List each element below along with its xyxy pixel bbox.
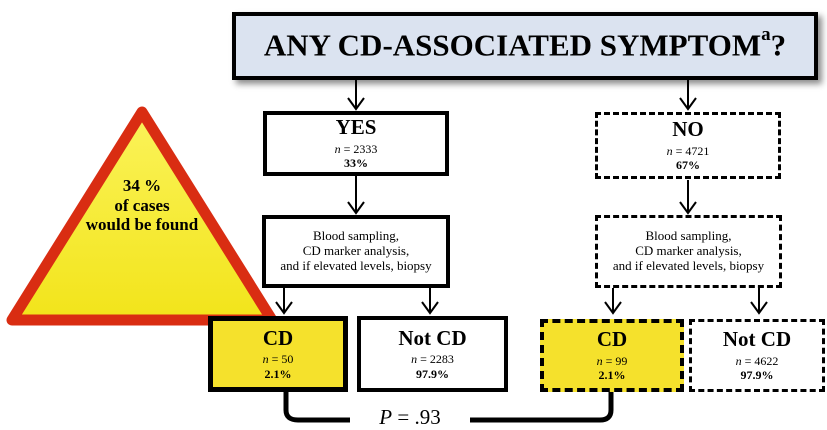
procedure-yes-line-3: and if elevated levels, biopsy <box>280 257 432 273</box>
procedure-box-no: Blood sampling, CD marker analysis, and … <box>595 215 782 288</box>
yes-cd-n-value: = 50 <box>268 352 294 367</box>
no-not-cd-percent: 97.9% <box>740 368 774 383</box>
yes-n-label: n <box>334 141 341 156</box>
question-footnote-mark: a <box>761 24 771 46</box>
procedure-no-line-1: Blood sampling, <box>645 228 732 244</box>
no-cd-box: CD n = 99 2.1% <box>540 319 684 392</box>
yes-n-value: = 2333 <box>340 141 378 156</box>
arrow-procedure-to-yes-not-cd <box>421 288 439 315</box>
warning-percent: 34 % <box>122 176 162 195</box>
yes-not-cd-percent: 97.9% <box>416 366 449 381</box>
no-n-label: n <box>666 143 673 158</box>
warning-text: 34 % of cases would be found <box>57 176 227 235</box>
warning-line-3: would be found <box>85 215 199 235</box>
question-text: ANY CD-ASSOCIATED SYMPTOM <box>263 27 762 63</box>
yes-not-cd-n-label: n <box>411 352 418 367</box>
no-cd-n-label: n <box>596 353 603 368</box>
yes-cd-title: CD <box>262 325 294 350</box>
no-not-cd-title: Not CD <box>722 327 792 352</box>
arrow-to-yes <box>347 80 365 111</box>
no-cd-n-value: = 99 <box>602 353 628 368</box>
yes-not-cd-box: Not CD n = 2283 97.9% <box>357 316 508 392</box>
arrow-yes-to-procedure <box>347 176 365 215</box>
no-cd-percent: 2.1% <box>598 368 626 383</box>
warning-triangle-icon <box>6 106 278 326</box>
yes-not-cd-n-value: = 2283 <box>417 352 454 367</box>
yes-cd-percent: 2.1% <box>264 366 292 381</box>
arrow-procedure-to-no-cd <box>604 288 622 315</box>
procedure-box-yes: Blood sampling, CD marker analysis, and … <box>262 215 450 288</box>
no-not-cd-n-value: = 4622 <box>741 353 779 368</box>
arrow-to-no <box>679 80 697 111</box>
arrow-no-to-procedure <box>679 180 697 215</box>
yes-percent: 33% <box>344 156 368 171</box>
no-n-value: = 4721 <box>672 143 710 158</box>
yes-title: YES <box>335 115 377 140</box>
no-title: NO <box>672 117 704 142</box>
p-number: = .93 <box>392 405 441 429</box>
question-suffix: ? <box>770 27 787 63</box>
symptom-question-box: ANY CD-ASSOCIATED SYMPTOMa? <box>232 12 818 80</box>
no-percent: 67% <box>676 158 700 173</box>
no-not-cd-n-label: n <box>735 353 742 368</box>
arrow-procedure-to-no-not-cd <box>750 288 768 315</box>
p-label: P <box>379 405 393 429</box>
yes-cd-box: CD n = 50 2.1% <box>208 316 348 392</box>
no-box: NO n = 4721 67% <box>595 112 781 179</box>
no-cd-title: CD <box>596 327 628 352</box>
arrow-procedure-to-yes-cd <box>275 288 293 315</box>
yes-cd-n-label: n <box>262 352 269 367</box>
no-not-cd-box: Not CD n = 4622 97.9% <box>689 319 825 392</box>
procedure-yes-line-2: CD marker analysis, <box>302 243 410 259</box>
yes-box: YES n = 2333 33% <box>263 111 449 176</box>
procedure-yes-line-1: Blood sampling, <box>313 228 399 244</box>
warning-line-2: of cases <box>114 195 170 215</box>
yes-not-cd-title: Not CD <box>398 325 467 350</box>
procedure-no-line-3: and if elevated levels, biopsy <box>612 257 765 273</box>
procedure-no-line-2: CD marker analysis, <box>635 243 742 259</box>
p-value: P = .93 <box>350 405 470 430</box>
